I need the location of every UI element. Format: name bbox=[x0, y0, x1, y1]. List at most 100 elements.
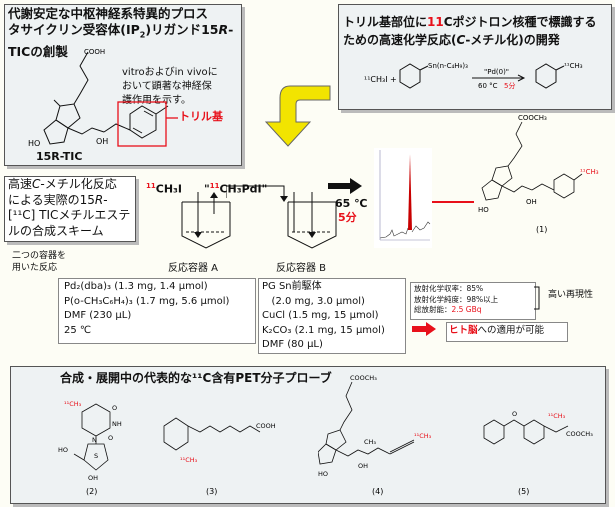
top-left-panel bbox=[4, 4, 242, 166]
red-brain-arrow bbox=[412, 322, 436, 336]
p1-oh: OH bbox=[526, 198, 537, 206]
c2-11ch3: ¹¹CH₃ bbox=[64, 400, 82, 408]
title-line-2b: )リガンド15 bbox=[145, 22, 219, 37]
scheme-l1: 高速 bbox=[8, 177, 33, 191]
title-line-1: 代謝安定な中枢神経系特異的プロス bbox=[8, 6, 209, 21]
scheme-r: R bbox=[94, 192, 104, 207]
ch3i-label: 11CH₃I bbox=[146, 179, 182, 197]
cooh-label: COOH bbox=[84, 48, 105, 56]
bracket bbox=[534, 286, 540, 310]
tr-title-2c: C bbox=[456, 33, 466, 47]
result-yield: 放射化学収率：85% bbox=[414, 284, 484, 293]
brain-application: ヒト脳への適用が可能 bbox=[449, 324, 544, 338]
temp-label: 60 °C bbox=[478, 82, 498, 90]
cond-b-l5: DMF (80 µL) bbox=[262, 339, 323, 350]
c5-cooch3: COOCH₃ bbox=[566, 430, 593, 438]
oh-label: OH bbox=[96, 137, 108, 146]
time-label: 5分 bbox=[504, 81, 515, 90]
top-right-title: トリル基部位に11Cポジトロン核種で標識する ための高速化学反応(C-メチル化)… bbox=[343, 14, 597, 48]
product-label: ¹¹CH₃ bbox=[564, 62, 583, 70]
brain-application-box bbox=[446, 322, 568, 342]
cond-a-l4: 25 ℃ bbox=[64, 324, 92, 336]
scheme-l2: による実際の15 bbox=[8, 192, 95, 207]
cond-b-l1: PG Sn前駆体 bbox=[262, 281, 322, 292]
tr-title-2a: ための高速化学反応( bbox=[343, 33, 457, 47]
tolyl-label: トリル基 bbox=[179, 110, 223, 123]
top-left-title: 代謝安定な中枢神経系特異的プロス タサイクリン受容体(IP2)リガンド15R- … bbox=[8, 6, 233, 60]
conditions-b-panel bbox=[258, 278, 406, 354]
vessel-b-label: 反応容器 B bbox=[276, 263, 327, 274]
result-purity: 放射化学純度：98%以上 bbox=[414, 294, 499, 304]
conditions-b-text: PG Sn前駆体 (2.0 mg, 3.0 µmol) CuCl (1.5 mg… bbox=[262, 280, 385, 353]
results-panel bbox=[410, 282, 536, 320]
c3-label: (3) bbox=[206, 487, 217, 496]
p1-number: (1) bbox=[536, 225, 547, 234]
scheme-l1c: -メチル化反応 bbox=[40, 177, 117, 191]
scheme-dash: - bbox=[103, 192, 108, 207]
cond-a-l3: DMF (230 µL) bbox=[64, 310, 132, 321]
c4-ch3: CH₃ bbox=[364, 438, 376, 446]
tic-structure: COOH HO OH bbox=[28, 48, 178, 148]
c5-o: O bbox=[512, 410, 517, 418]
title-line-3: TICの創製 bbox=[8, 43, 68, 59]
black-reaction-arrow bbox=[328, 178, 362, 194]
ho-label: HO bbox=[28, 139, 40, 148]
c3-11ch3: ¹¹CH₃ bbox=[180, 456, 198, 464]
brain-b: への適用が可能 bbox=[477, 325, 545, 336]
reproducibility-label: 高い再現性 bbox=[548, 290, 594, 300]
c4-cooch3: COOCH₃ bbox=[350, 374, 377, 382]
bottom-title-a: 合成・展開中の代表的な bbox=[60, 371, 193, 385]
title-sub: 2 bbox=[139, 30, 146, 40]
results-text: 放射化学収率：85% 放射化学純度：98%以上 総放射能：2.5 GBq bbox=[414, 284, 498, 316]
title-dash: - bbox=[228, 22, 234, 37]
scheme-title: 高速C-メチル化反応 による実際の15R- [¹¹C] TICメチルエステ ルの… bbox=[8, 177, 130, 239]
radio-chromatogram bbox=[374, 148, 432, 248]
transfer-arrow bbox=[226, 185, 288, 202]
scheme-l4: ルの合成スキーム bbox=[8, 223, 104, 238]
yellow-curved-arrow bbox=[264, 85, 331, 147]
note-line-1: vitroおよびin vivoに bbox=[122, 67, 218, 78]
result-activity-b: 2.5 GBq bbox=[451, 305, 482, 314]
title-r: R bbox=[218, 22, 229, 37]
c3-cooh: COOH bbox=[256, 422, 276, 430]
two-vessel-note: 二つの容器を 用いた反応 bbox=[12, 250, 66, 274]
cond-b-l3: CuCl (1.5 mg, 15 µmol) bbox=[262, 310, 379, 321]
tic-compound-label: 15R-TIC bbox=[36, 150, 83, 163]
p1-cooch3: COOCH₃ bbox=[518, 114, 547, 122]
p1-ho: HO bbox=[478, 206, 489, 214]
stannane-label: Sn(n-C₄H₉)₃ bbox=[428, 62, 468, 70]
cond-b-l2: (2.0 mg, 3.0 µmol) bbox=[262, 295, 365, 307]
c2-nh: NH bbox=[112, 420, 122, 428]
scheme-title-panel bbox=[4, 176, 136, 242]
c2-oh: OH bbox=[88, 474, 98, 482]
bottom-panel bbox=[10, 366, 606, 504]
tolyl-highlight bbox=[117, 101, 167, 147]
cond-a-l2: P(o-CH₃C₆H₄)₃ (1.7 mg, 5.6 µmol) bbox=[64, 295, 230, 307]
cond-b-l4: K₂CO₃ (2.1 mg, 15 µmol) bbox=[262, 324, 385, 336]
c2-s: S bbox=[94, 452, 98, 460]
neuro-note: vitroおよびin vivoに おいて顕著な神経保 護作用を示す。 bbox=[122, 66, 218, 108]
two-vessel-l1: 二つの容器を bbox=[12, 251, 67, 261]
catalyst-label: "Pd(0)" bbox=[484, 68, 509, 76]
p1-11ch3: ¹¹CH₃ bbox=[580, 168, 599, 176]
reaction-vessel-b bbox=[287, 192, 337, 249]
c2-o2: O bbox=[108, 434, 113, 442]
note-line-2: おいて顕著な神経保 bbox=[122, 81, 212, 92]
tr-title-11: 11 bbox=[427, 15, 444, 29]
c4-11ch3: ¹¹CH₃ bbox=[414, 432, 432, 440]
bottom-title: 合成・展開中の代表的な¹¹C含有PET分子プローブ bbox=[60, 370, 332, 386]
scheme-c: C bbox=[32, 177, 41, 191]
title-line-2: タサイクリン受容体(IP bbox=[8, 22, 140, 37]
plus-sign: + bbox=[390, 75, 397, 84]
reaction-vessel-a bbox=[181, 192, 231, 249]
c2-label: (2) bbox=[86, 487, 97, 496]
c4-ho: HO bbox=[318, 470, 328, 478]
c4-oh: OH bbox=[358, 462, 368, 470]
vessel-a-label: 反応容器 A bbox=[168, 263, 219, 274]
top-right-panel bbox=[338, 4, 612, 110]
brain-a: ヒト脳 bbox=[449, 325, 478, 336]
note-line-3: 護作用を示す。 bbox=[122, 95, 191, 106]
result-activity-a: 総放射能： bbox=[414, 305, 452, 314]
time-label: 5分 bbox=[338, 211, 357, 224]
ch3i-text: CH₃I bbox=[155, 182, 182, 196]
